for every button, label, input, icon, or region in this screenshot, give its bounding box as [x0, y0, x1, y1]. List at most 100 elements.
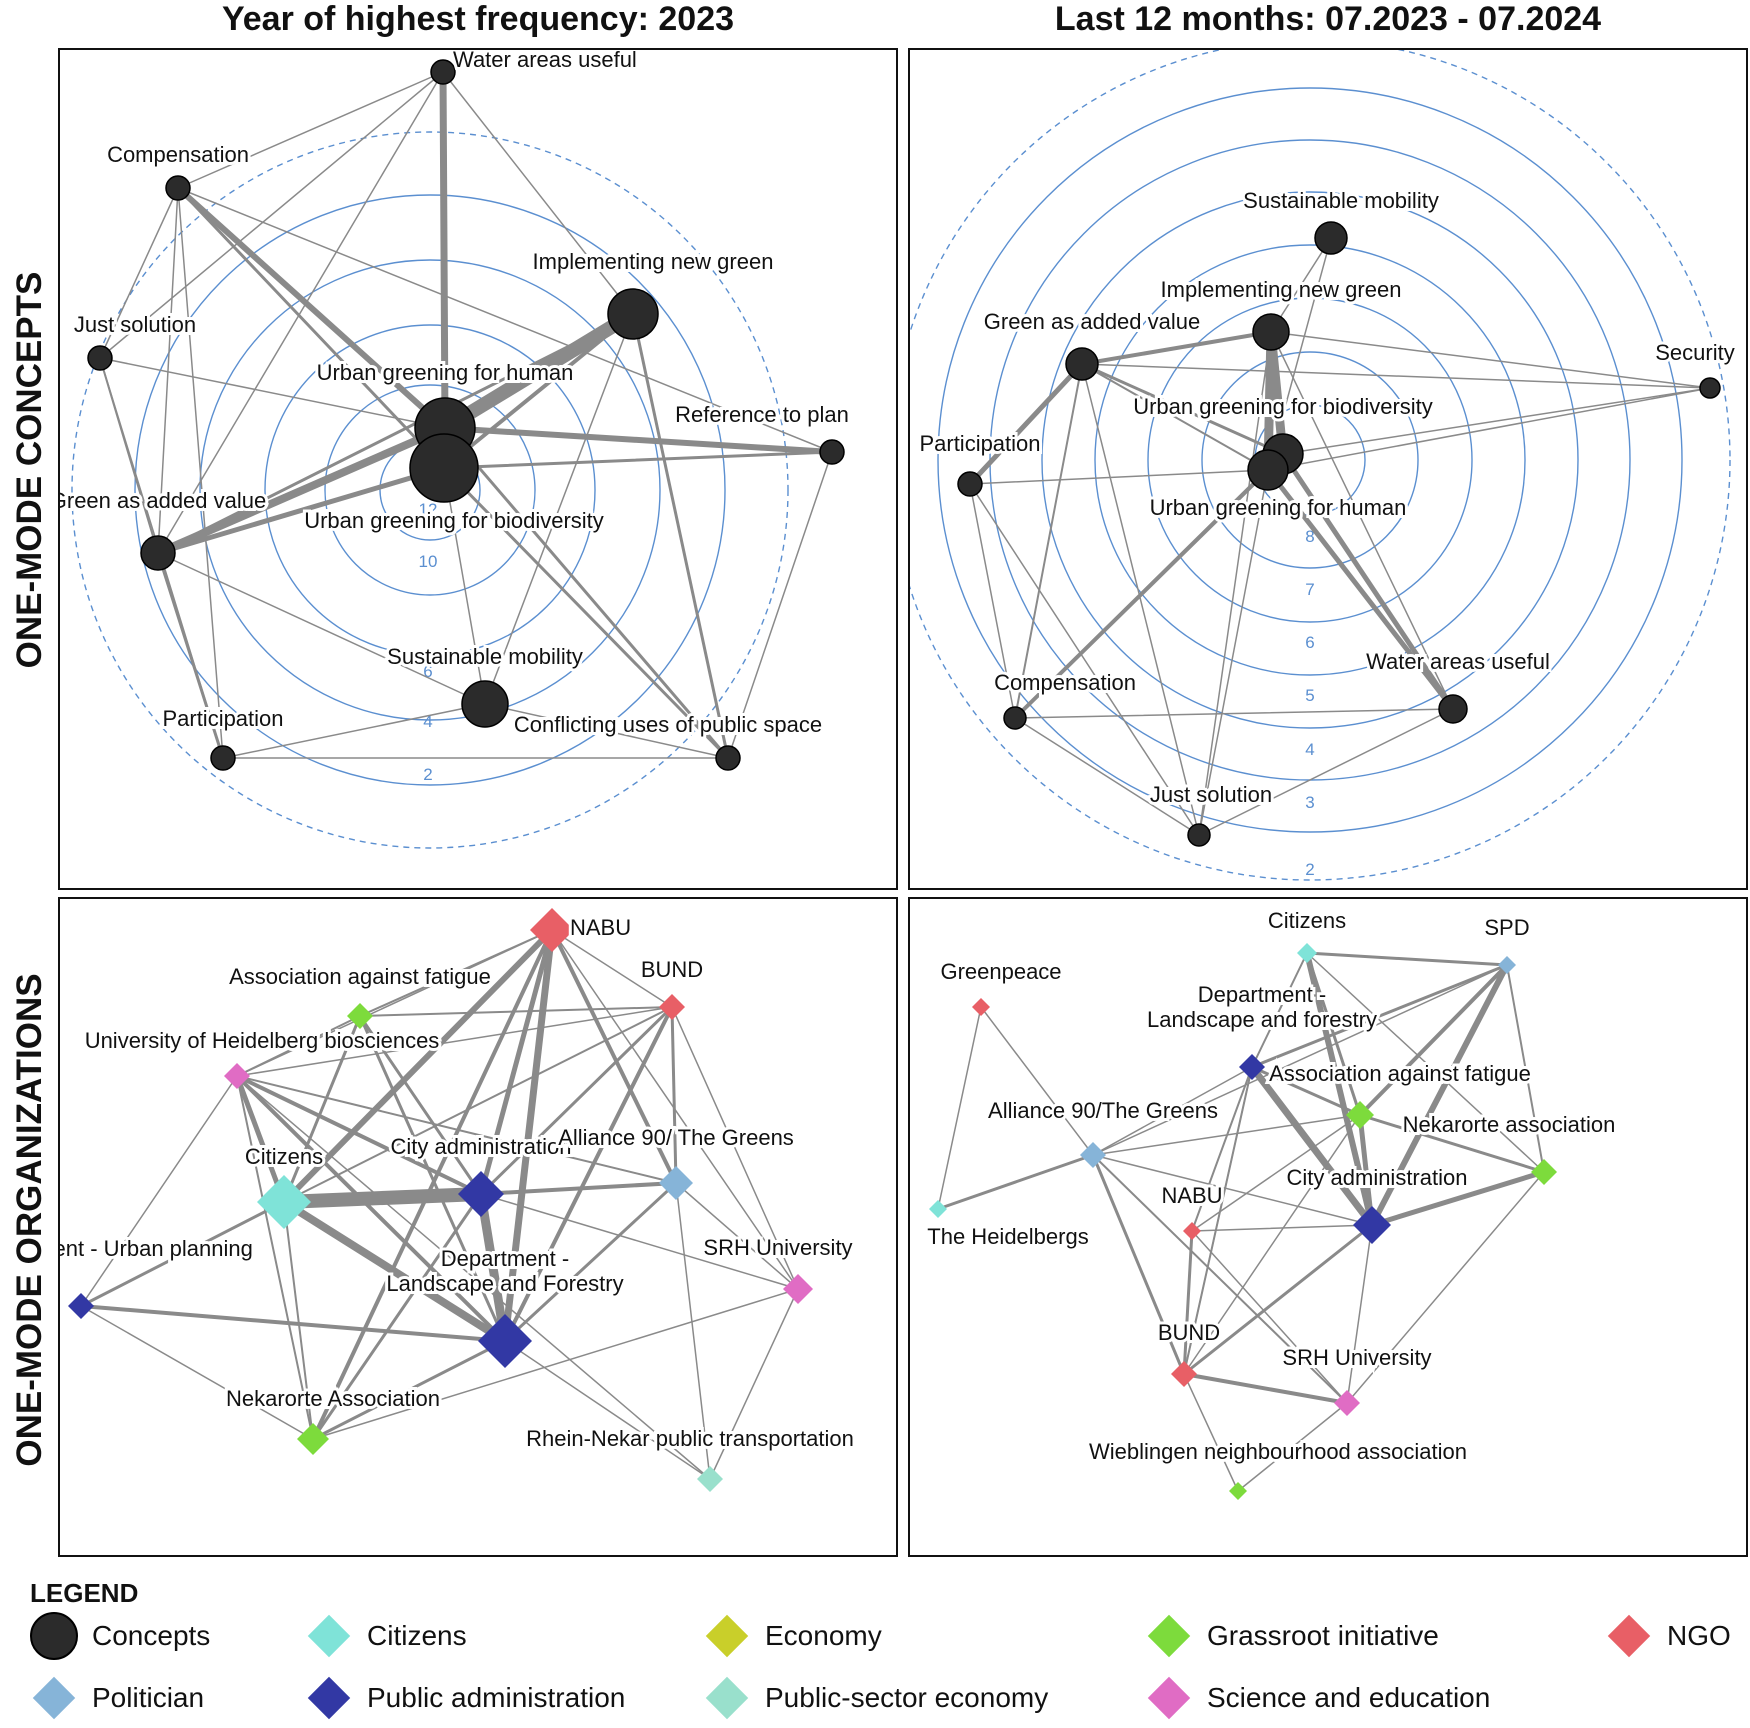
concept-node-sec[interactable] — [1699, 377, 1721, 399]
edge — [156, 312, 635, 555]
org-node-city[interactable] — [1353, 1206, 1391, 1244]
edge — [359, 1006, 673, 1017]
org-node-bund[interactable] — [1171, 1361, 1197, 1387]
ring-label: 7 — [1305, 580, 1314, 599]
edge — [1092, 964, 1508, 1156]
concept-node-just[interactable] — [1187, 823, 1211, 847]
org-label-assoc: Association against fatigue — [229, 964, 491, 989]
row-title-organizations: ONE-MODE ORGANIZATIONS — [10, 973, 49, 1467]
org-node-green[interactable] — [972, 998, 990, 1016]
org-label-srh: SRH University — [703, 1235, 852, 1260]
org-label-bund: BUND — [1158, 1320, 1220, 1345]
org-label-citizens: Citizens — [245, 1144, 323, 1169]
concept-label-ref: Reference to plan — [675, 402, 849, 427]
concept-node-conf[interactable] — [715, 745, 741, 771]
org-node-nabu[interactable] — [1183, 1222, 1201, 1240]
org-node-citizens[interactable] — [1297, 943, 1317, 963]
concept-node-part[interactable] — [210, 745, 236, 771]
org-label-citizens: Citizens — [1268, 908, 1346, 933]
edge — [1191, 1066, 1253, 1232]
concept-node-ref[interactable] — [819, 439, 845, 465]
edge — [236, 1075, 711, 1480]
edge — [1280, 451, 1456, 712]
edge — [175, 185, 448, 431]
edge — [155, 465, 447, 556]
org-node-greens[interactable] — [659, 1166, 693, 1200]
edge — [484, 703, 729, 759]
org-node-srh[interactable] — [1334, 1390, 1360, 1416]
org-label-nek: Nekarorte Association — [226, 1386, 440, 1411]
org-node-wieb[interactable] — [1229, 1482, 1247, 1500]
edge — [1092, 1114, 1361, 1156]
concept-node-just[interactable] — [87, 345, 113, 371]
frequency-ring — [1094, 244, 1526, 676]
concept-node-water[interactable] — [1438, 694, 1468, 724]
edge — [1248, 1063, 1376, 1229]
org-node-nek[interactable] — [297, 1423, 329, 1455]
legend-label: Science and education — [1207, 1682, 1491, 1713]
edge — [1357, 1112, 1375, 1228]
concept-node-comp[interactable] — [1003, 706, 1027, 730]
ring-label: 10 — [419, 552, 438, 571]
concept-node-water[interactable] — [430, 59, 456, 85]
concept-node-part[interactable] — [957, 471, 983, 497]
org-node-bund[interactable] — [659, 994, 685, 1020]
concept-node-mob[interactable] — [1314, 221, 1348, 255]
edge — [503, 1005, 674, 1343]
org-node-greens[interactable] — [1080, 1142, 1106, 1168]
concept-label-human: Urban greening for human — [317, 360, 574, 385]
edge — [79, 1200, 286, 1308]
edge — [1183, 1114, 1361, 1375]
legend-item: Grassroot initiative — [1145, 1612, 1439, 1660]
edge — [1092, 1154, 1373, 1226]
circle-icon — [30, 1612, 78, 1660]
org-node-heid[interactable] — [929, 1200, 947, 1218]
frequency-ring — [199, 259, 661, 721]
frequency-ring — [1147, 297, 1473, 623]
edge — [936, 1153, 1095, 1211]
org-node-dlf[interactable] — [478, 1314, 532, 1368]
concept-node-mob[interactable] — [461, 680, 509, 728]
org-node-uni[interactable] — [224, 1063, 250, 1089]
concept-node-comp[interactable] — [165, 175, 191, 201]
org-node-dup[interactable] — [68, 1293, 94, 1319]
edge — [937, 1006, 982, 1210]
edge — [478, 927, 555, 1197]
edge — [80, 1305, 314, 1440]
concept-node-gav[interactable] — [140, 535, 176, 571]
edge — [222, 703, 486, 759]
concept-node-impl[interactable] — [1252, 313, 1290, 351]
frequency-ring — [134, 194, 726, 786]
org-node-city[interactable] — [458, 1171, 504, 1217]
concept-node-gav[interactable] — [1065, 347, 1099, 381]
org-node-nek[interactable] — [1531, 1159, 1557, 1185]
legend-item: Politician — [30, 1674, 204, 1722]
org-label-rnv: Rhein-Nekar public transportation — [526, 1426, 854, 1451]
edge — [969, 483, 1016, 719]
org-node-dlf[interactable] — [1239, 1054, 1265, 1080]
org-node-assoc[interactable] — [1346, 1101, 1374, 1129]
edge — [1346, 1224, 1373, 1404]
legend-item: Concepts — [30, 1612, 210, 1660]
org-node-rnv[interactable] — [697, 1466, 723, 1492]
org-label-nabu: NABU — [570, 915, 631, 940]
concept-node-human[interactable] — [1247, 449, 1289, 491]
edge — [177, 187, 833, 453]
edge — [443, 426, 730, 760]
concept-node-bio[interactable] — [409, 433, 479, 503]
edge — [1358, 963, 1509, 1117]
concept-label-impl: Implementing new green — [533, 249, 774, 274]
edge — [479, 1181, 678, 1196]
org-node-spd[interactable] — [1498, 956, 1516, 974]
edge — [177, 187, 224, 759]
edge — [311, 1339, 507, 1441]
frequency-ring — [937, 87, 1683, 833]
org-node-nabu[interactable] — [530, 908, 574, 952]
concept-node-impl[interactable] — [607, 288, 659, 340]
org-node-srh[interactable] — [783, 1274, 813, 1304]
org-node-citizens[interactable] — [257, 1175, 311, 1229]
org-node-assoc[interactable] — [347, 1003, 373, 1029]
